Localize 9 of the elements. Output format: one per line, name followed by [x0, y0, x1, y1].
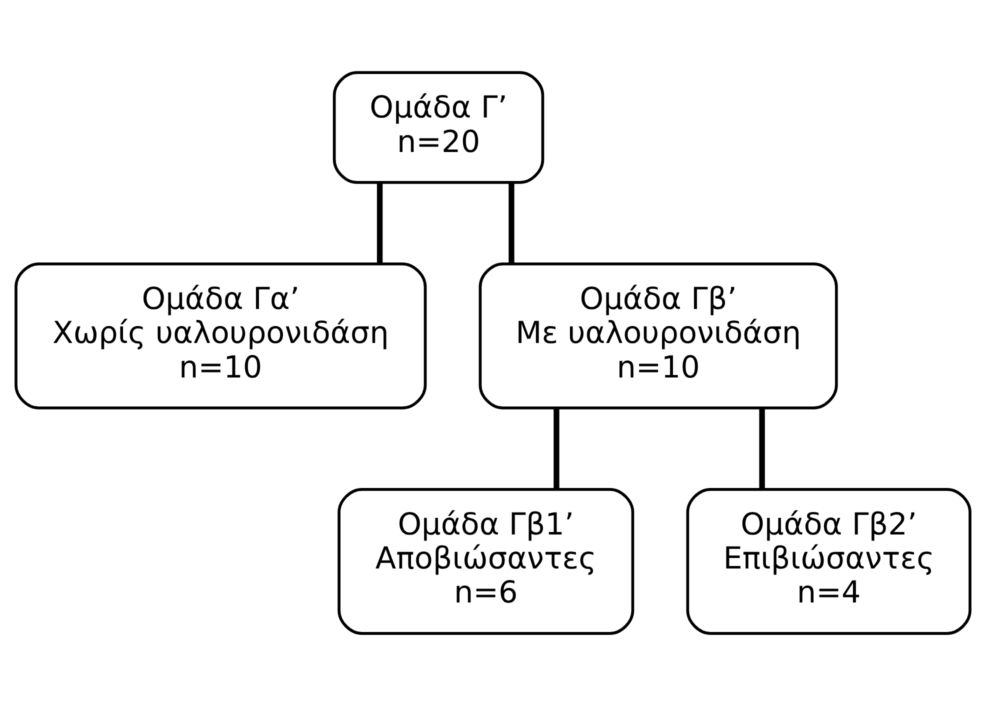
connector	[759, 408, 765, 489]
node-box: Ομάδα Γα’ Χωρίς υαλουρονιδάση n=10	[14, 262, 427, 410]
node-box: Ομάδα Γβ2’ Επιβιώσαντες n=4	[686, 488, 972, 635]
connector	[508, 182, 514, 264]
node-box: Ομάδα Γβ1’ Αποβιώσαντες n=6	[338, 488, 634, 635]
node-box: Ομάδα Γ’ n=20	[332, 71, 544, 184]
connector	[554, 408, 560, 489]
connector	[376, 182, 383, 264]
node-box: Ομάδα Γβ’ Με υαλουρονιδάση n=10	[478, 262, 838, 410]
